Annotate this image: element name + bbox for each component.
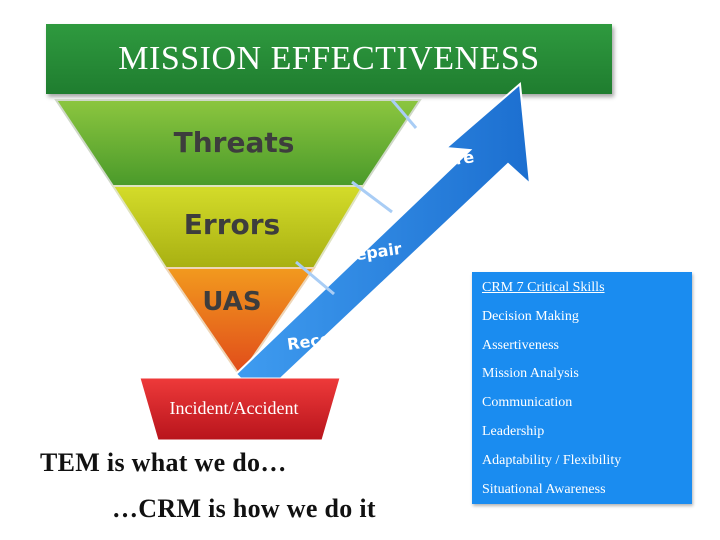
crm-skills-panel: CRM 7 Critical Skills Decision Making As… [472, 272, 692, 504]
skills-title: CRM 7 Critical Skills [482, 280, 605, 296]
skill-item: Assertiveness [482, 338, 559, 354]
funnel-level-uas: UAS [202, 287, 261, 317]
skill-item: Adaptability / Flexibility [482, 453, 621, 469]
skill-item: Communication [482, 395, 572, 411]
skill-item: Mission Analysis [482, 366, 579, 382]
skill-item: Leadership [482, 424, 544, 440]
skill-item: Situational Awareness [482, 482, 606, 498]
funnel-level-errors: Errors [184, 208, 280, 241]
skill-item: Decision Making [482, 309, 579, 325]
tagline-crm: …CRM is how we do it [112, 494, 376, 524]
funnel-level-threats: Threats [174, 126, 295, 159]
tagline-tem: TEM is what we do… [40, 448, 287, 478]
incident-accident-label: Incident/Accident [170, 398, 299, 418]
